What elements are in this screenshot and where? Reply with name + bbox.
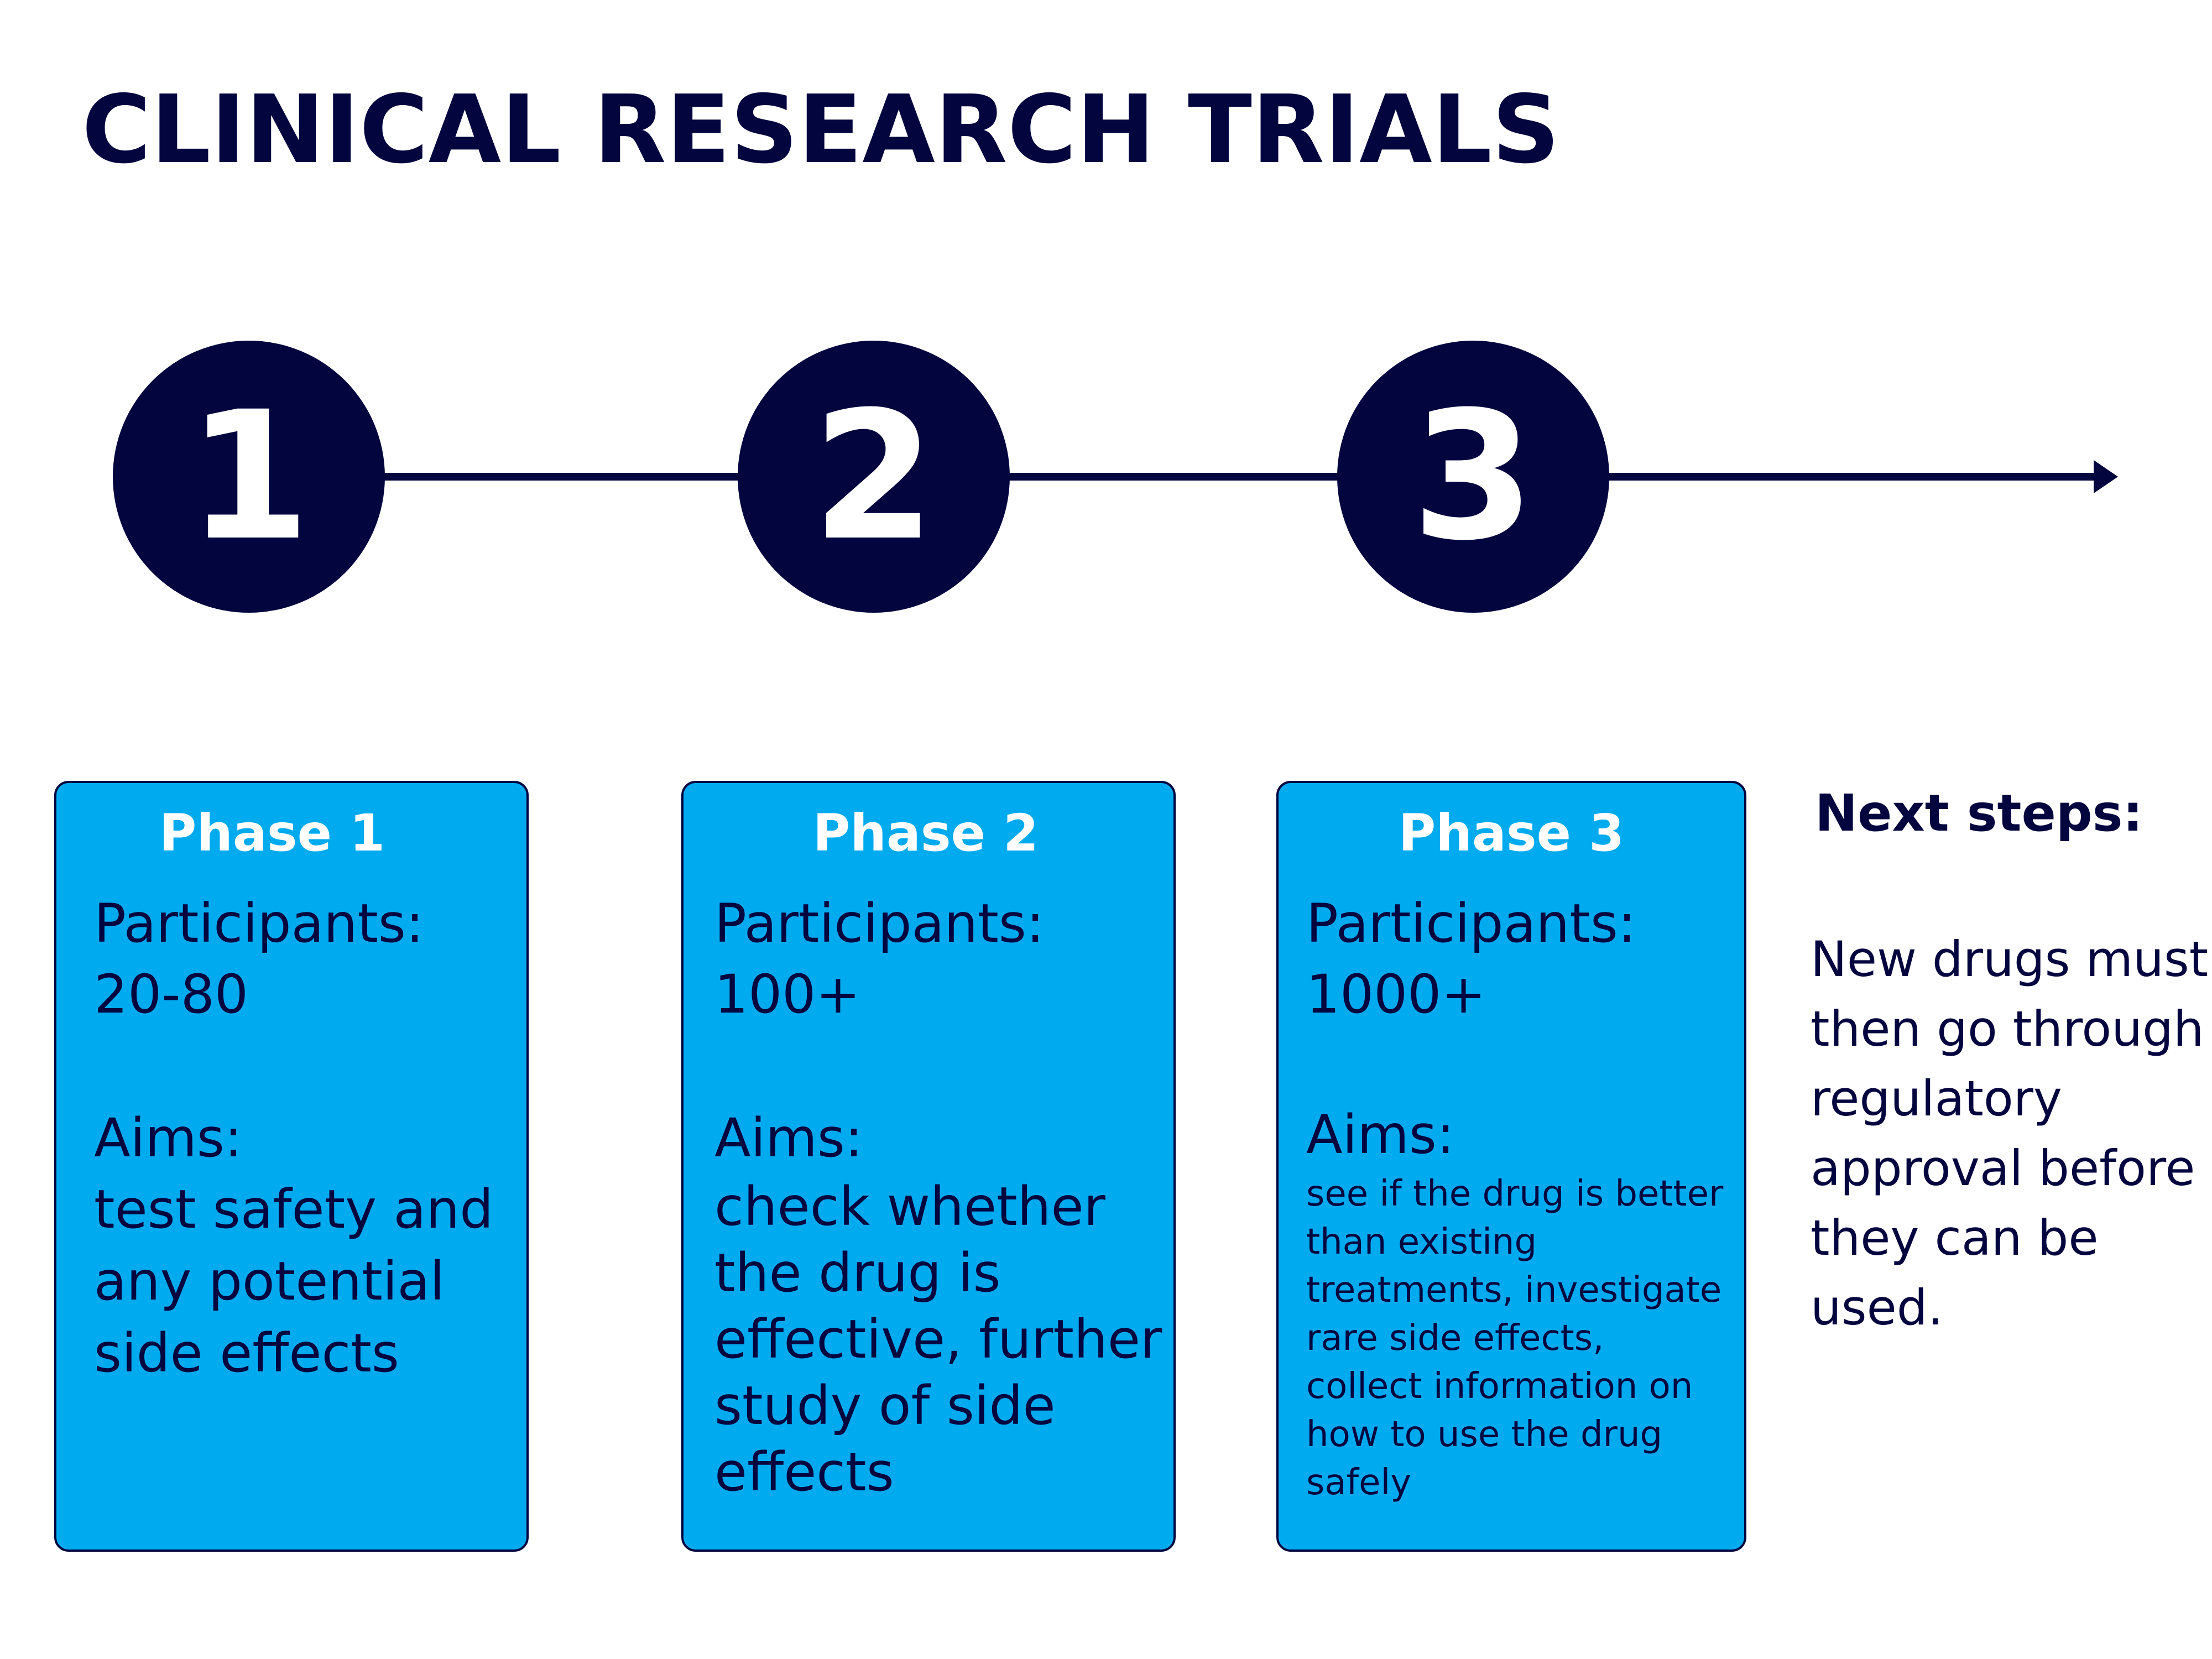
phase-2-participants-value: 100+ bbox=[714, 963, 860, 1025]
phase-2-body: Participants: 100+ Aims: check whether t… bbox=[714, 888, 1162, 1505]
step-3-number: 3 bbox=[1411, 374, 1535, 580]
timeline-arrowhead bbox=[2094, 460, 2118, 493]
phase-2-aims-line: effects bbox=[714, 1441, 894, 1503]
step-1-circle: 1 bbox=[113, 341, 385, 613]
phase-1-aims-line: side effects bbox=[94, 1322, 399, 1384]
phase-3-participants-label: Participants: bbox=[1306, 893, 1636, 954]
phase-2-aims-line: effective, further bbox=[714, 1308, 1162, 1370]
phase-1-participants-label: Participants: bbox=[94, 893, 424, 954]
next-steps-line: they can be bbox=[1811, 1209, 2099, 1266]
phase-3-aims-line: collect information on bbox=[1306, 1366, 1693, 1407]
phase-3-aims-line: see if the drug is better bbox=[1306, 1173, 1724, 1214]
step-2-circle: 2 bbox=[738, 341, 1010, 613]
phase-2-card: Phase 2 Participants: 100+ Aims: check w… bbox=[681, 781, 1176, 1552]
page-title: CLINICAL RESEARCH TRIALS bbox=[82, 75, 1560, 185]
phase-3-aims-line: than existing bbox=[1306, 1222, 1537, 1262]
phase-1-aims-line: any potential bbox=[94, 1250, 445, 1312]
phase-3-title: Phase 3 bbox=[1398, 804, 1625, 863]
next-steps-line: then go through bbox=[1811, 1000, 2204, 1057]
step-2-number: 2 bbox=[812, 374, 936, 580]
phase-2-participants-label: Participants: bbox=[714, 893, 1045, 954]
phase-3-aims-line: treatments, investigate bbox=[1306, 1270, 1722, 1311]
phase-2-aims-line: study of side bbox=[714, 1375, 1056, 1437]
next-steps-text: New drugs must then go through regulator… bbox=[1811, 925, 2209, 1343]
phase-1-body: Participants: 20-80 Aims: test safety an… bbox=[94, 888, 515, 1389]
timeline-connector bbox=[382, 460, 2118, 493]
phase-3-aims-label: Aims: bbox=[1306, 1104, 1455, 1166]
phase-2-aims-line: check whether bbox=[714, 1176, 1106, 1238]
phase-3-aims-line: safely bbox=[1306, 1462, 1412, 1503]
next-steps-line: used. bbox=[1811, 1279, 1943, 1336]
phase-3-aims-line: rare side effects, bbox=[1306, 1318, 1604, 1359]
phase-3-aims-line: how to use the drug bbox=[1306, 1414, 1663, 1455]
next-steps-line: New drugs must bbox=[1811, 931, 2209, 988]
next-steps-title: Next steps: bbox=[1815, 784, 2143, 843]
phase-3-card: Phase 3 Participants: 1000+ Aims: see if… bbox=[1276, 781, 1746, 1552]
phase-1-participants-value: 20-80 bbox=[94, 963, 248, 1025]
step-1-number: 1 bbox=[187, 374, 311, 580]
phase-3-body: Participants: 1000+ Aims: see if the dru… bbox=[1306, 888, 1733, 1507]
next-steps-line: approval before bbox=[1811, 1140, 2195, 1197]
phase-1-aims-line: test safety and bbox=[94, 1178, 494, 1240]
phase-2-aims-line: the drug is bbox=[714, 1242, 1001, 1304]
phase-1-card: Phase 1 Participants: 20-80 Aims: test s… bbox=[54, 781, 529, 1552]
step-3-circle: 3 bbox=[1337, 341, 1609, 613]
phase-1-title: Phase 1 bbox=[159, 804, 385, 863]
phase-2-aims-label: Aims: bbox=[714, 1107, 863, 1169]
next-steps-line: regulatory bbox=[1811, 1070, 2062, 1127]
phase-1-aims-label: Aims: bbox=[94, 1107, 243, 1169]
phase-3-participants-value: 1000+ bbox=[1306, 963, 1486, 1025]
phase-2-title: Phase 2 bbox=[812, 804, 1039, 863]
